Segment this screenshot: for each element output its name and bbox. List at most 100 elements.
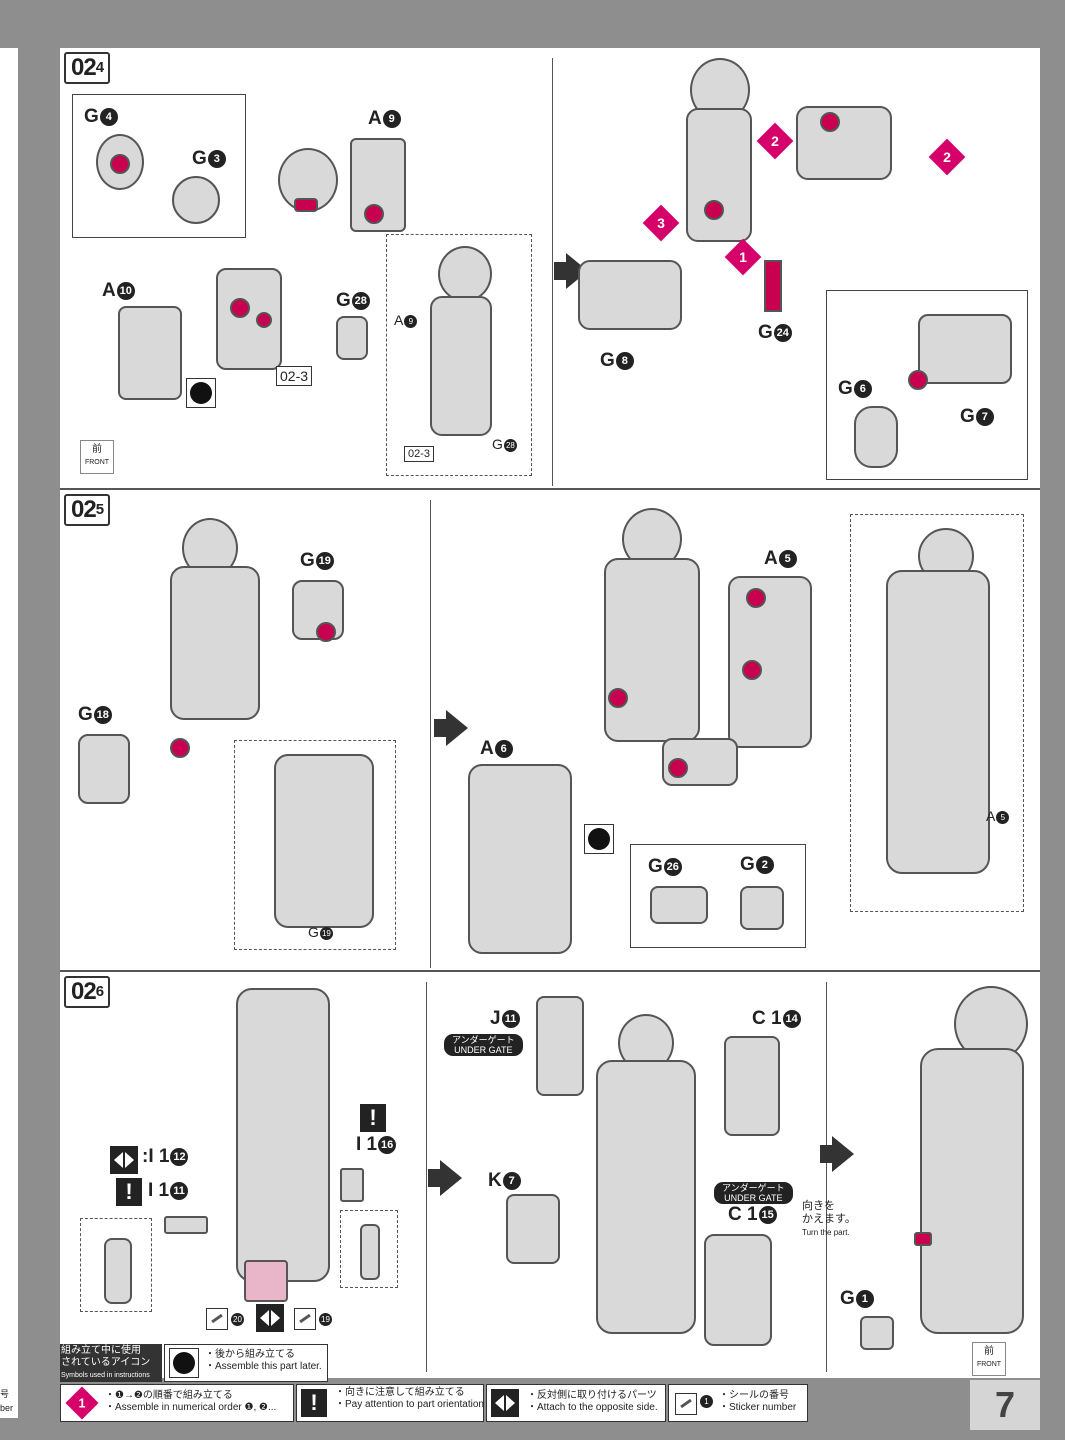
arm-connector [704,200,724,220]
part-j11 [536,996,584,1096]
s6-left-inset-part [104,1238,132,1304]
s6-right-inset-part [360,1224,380,1280]
part-g28 [336,316,368,360]
part-a10 [118,306,182,400]
part-k7 [506,1194,560,1264]
s5-inset-arm-full [886,570,990,874]
order-3-icon: 3 [642,204,680,242]
part-g18 [78,734,130,804]
s6-left-inset [80,1218,152,1312]
part-a5 [728,576,812,748]
legend-sticker: 1 ・シールの番号・Sticker number [668,1384,808,1422]
part-g3 [172,176,220,224]
order-legend-icon: 1 [65,1386,99,1420]
part-head-ball [278,148,338,212]
step5-divider [430,500,431,968]
step6-divider-1 [426,982,427,1372]
previous-page-edge: 号 ber [0,48,18,1418]
opposite-legend-icon [491,1389,519,1417]
opposite-side-icon-2 [256,1304,284,1332]
sticker-num-20: 20 [230,1310,244,1326]
connector-a5a [746,588,766,608]
connector-g4 [110,154,130,174]
assemble-later-icon [186,378,216,408]
s6-right-inset [340,1210,398,1288]
step4-divider [552,58,553,486]
hand-detail-box [630,844,806,948]
connector-a9 [364,204,384,224]
step6-arrow-2 [820,1136,854,1172]
sticker-num-19: 19 [318,1310,332,1326]
inset-ref-02-3: 02-3 [404,446,435,462]
s5r-connector [608,688,628,708]
step-02-4-label: 024 [64,52,111,84]
elbow-part [796,106,892,180]
divider-5-6 [60,970,1040,972]
arm-column [686,108,752,242]
inset-shoulder-ball [438,246,492,302]
inset-arm-view [386,234,532,476]
s6r-connector [914,1232,932,1246]
part-c15 [704,1234,772,1346]
hand-connector [668,758,688,778]
step6-arrow-1 [428,1160,462,1196]
step-02-6-label: 026 [64,976,111,1008]
part-g7 [918,314,1012,384]
elbow-connector [820,112,840,132]
connector-g19 [316,622,336,642]
s5-left-inset [234,740,396,950]
opposite-side-icon [110,1146,138,1174]
connector-arm2 [256,312,272,328]
s5-arm-body [170,566,260,720]
inset-arm-body [430,296,492,436]
legend-later: ・後から組み立てる・Assemble this part later. [164,1344,328,1382]
part-a6 [468,764,572,954]
edge-sticker-jp: 号 [0,1389,10,1399]
sticker-icon-19 [294,1308,316,1330]
order-1-icon: 1 [724,238,762,276]
legend-order: 1 ・❶→❷の順番で組み立てる・Assemble in numerical or… [60,1384,294,1422]
part-g4 [96,134,144,190]
assemble-later-icon-2 [584,824,614,854]
part-g26 [650,886,708,924]
ref-02-3: 02-3 [276,366,313,386]
connector-arm1 [230,298,250,318]
part-upper-arm [216,268,282,370]
warn-legend-icon: ! [301,1389,327,1417]
connector-g18 [170,738,190,758]
edge-sticker-en: ber [0,1403,14,1413]
sticker-legend-icon [675,1393,697,1415]
s6r-arm-full [920,1048,1024,1334]
order-2b-icon: 2 [928,138,966,176]
sticker-area [244,1260,288,1302]
s5r-arm-body [604,558,700,742]
orientation-warning-icon-2: ! [360,1104,386,1132]
connector-head [294,198,318,212]
connector-g7 [908,370,928,390]
s5-inset-arm [274,754,374,928]
